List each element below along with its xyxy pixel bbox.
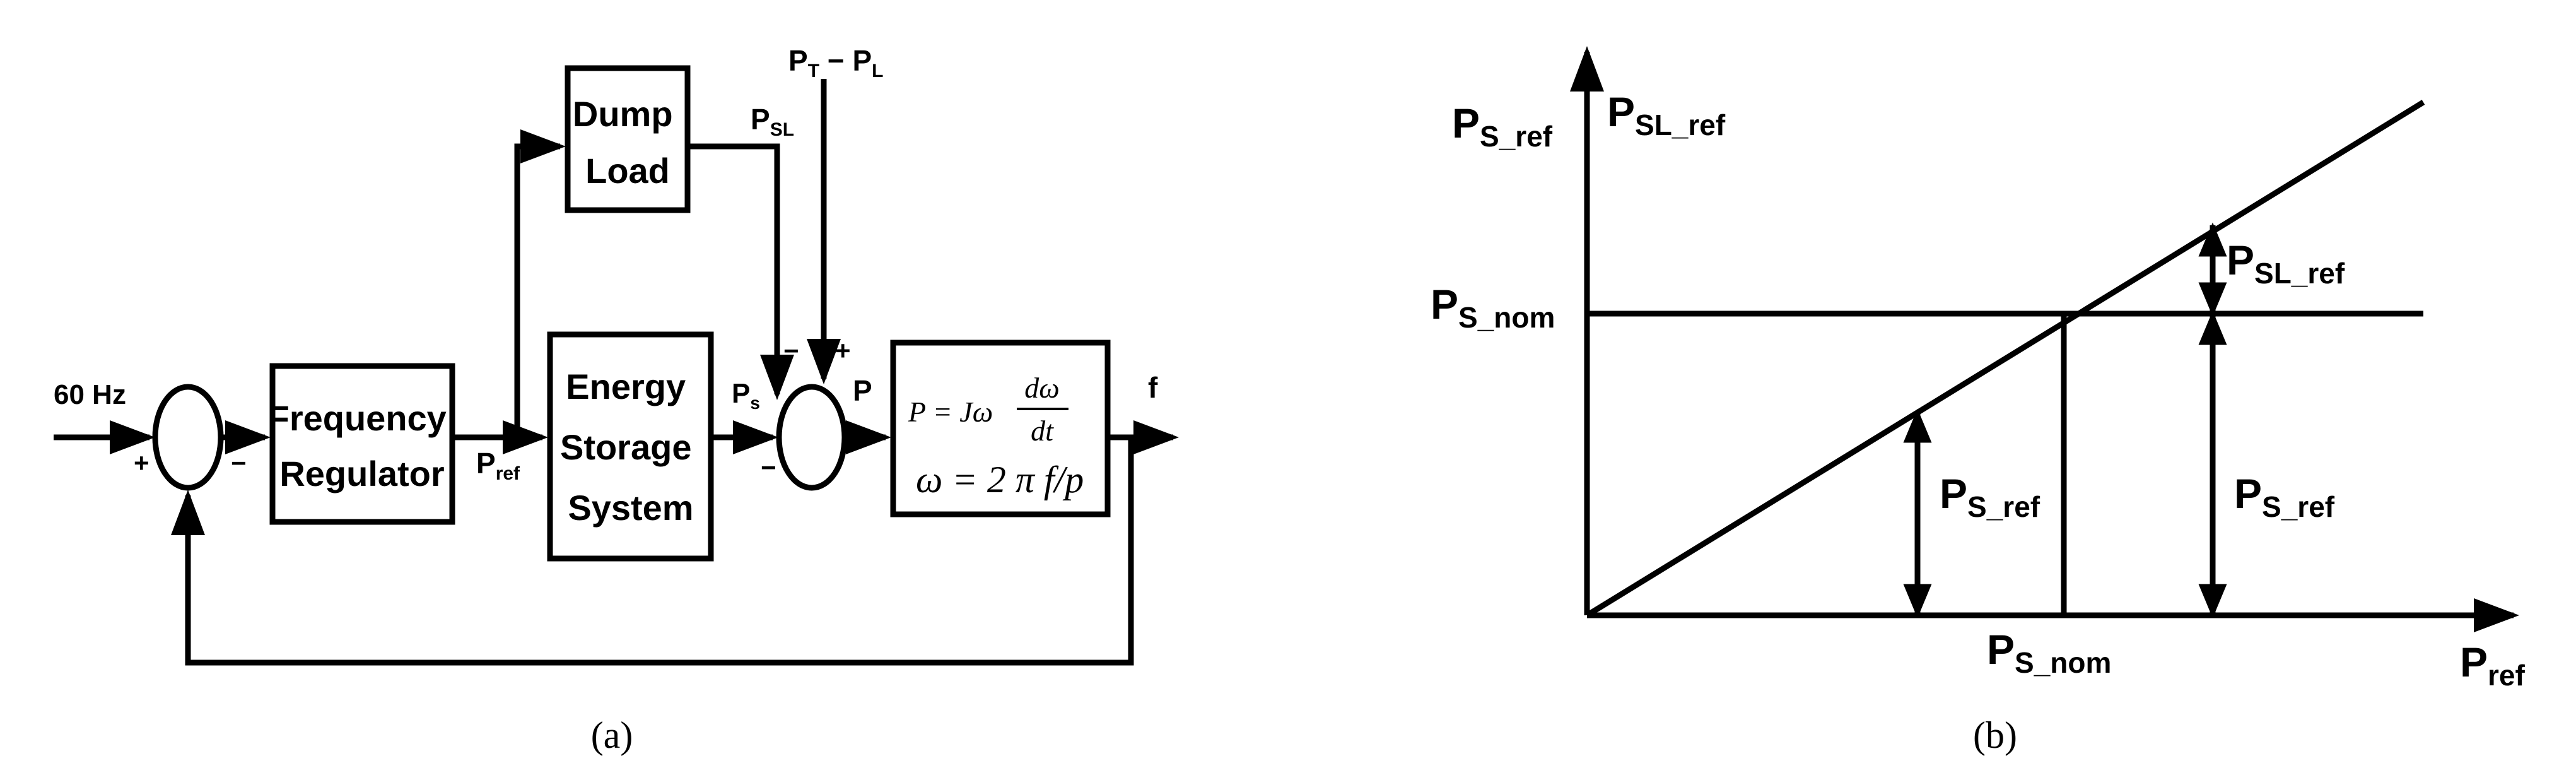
ess-label-line2: Storage <box>560 427 692 467</box>
caption-b: (b) <box>1973 714 2017 756</box>
sum2-plus-top-sign: + <box>835 336 851 365</box>
p-sl-label: PSL <box>751 103 794 140</box>
input-60hz-label: 60 Hz <box>54 379 126 410</box>
sum1-plus-sign: + <box>134 448 149 478</box>
swing-eq-denominator: dt <box>1031 415 1054 447</box>
y-tick-p-s-nom: PS_nom <box>1431 281 1555 334</box>
regulator-label-line1: Frequency <box>268 398 447 438</box>
ess-label-line3: System <box>568 488 693 528</box>
y-axis-label-p-sl-ref: PSL_ref <box>1607 88 1726 141</box>
energy-storage-system-block <box>547 331 714 562</box>
ess-label-line1: Energy <box>566 367 686 406</box>
p-sl-ref-arrow-label: PSL_ref <box>2227 237 2345 290</box>
svg-text:Energy Storage Sys: Energy Storage System <box>560 367 701 528</box>
x-tick-p-s-nom: PS_nom <box>1987 626 2111 679</box>
p-output-label: P <box>853 374 872 407</box>
dump-load-label-line1: Dump <box>573 94 673 134</box>
y-axis-label-p-s-ref: PS_ref <box>1452 100 1553 153</box>
p-s-label: Ps <box>732 378 760 413</box>
f-output-label: f <box>1148 371 1158 404</box>
sum2-minus-bottom-sign: − <box>761 452 776 482</box>
omega-eq: ω = 2 π f/p <box>916 459 1084 500</box>
caption-a: (a) <box>591 714 633 756</box>
p-s-ref-characteristic-line <box>1585 100 2425 618</box>
sum1-minus-sign: − <box>231 448 247 478</box>
dump-load-to-sum2-arrow <box>688 143 794 400</box>
panel-b-characteristic-plot: PS_ref PSL_ref PS_nom PS_nom Pref PSL_re… <box>1431 46 2526 756</box>
svg-text:Dump Load: Dump Load <box>573 94 682 191</box>
frequency-regulator-block <box>269 363 455 525</box>
regulator-to-dump-load-arrow <box>514 129 566 437</box>
dump-load-label-line2: Load <box>585 151 670 191</box>
panel-a-block-diagram: Frequency Regulator Dump Load Energy Sto… <box>54 44 1179 756</box>
summing-junction-2 <box>776 384 848 491</box>
svg-text:Frequency Regulator: Frequency Regulator <box>268 398 457 493</box>
p-s-ref-arrow-right-label: PS_ref <box>2234 470 2335 523</box>
swing-eq-numerator: dω <box>1024 372 1059 404</box>
pt-minus-pl-label: PT − PL <box>788 44 883 81</box>
regulator-label-line2: Regulator <box>279 454 444 493</box>
summing-junction-1 <box>152 384 224 491</box>
sum2-minus-left-sign: − <box>783 336 799 365</box>
p-ref-label: Pref <box>476 447 520 484</box>
dump-load-block <box>565 65 691 213</box>
swing-eq-lhs: P = Jω <box>908 396 993 428</box>
feedback-path-arrow <box>171 437 1134 666</box>
p-s-ref-arrow-left-label: PS_ref <box>1940 470 2040 523</box>
swing-equation-block <box>890 340 1111 517</box>
x-axis-label-p-ref: Pref <box>2460 639 2526 692</box>
